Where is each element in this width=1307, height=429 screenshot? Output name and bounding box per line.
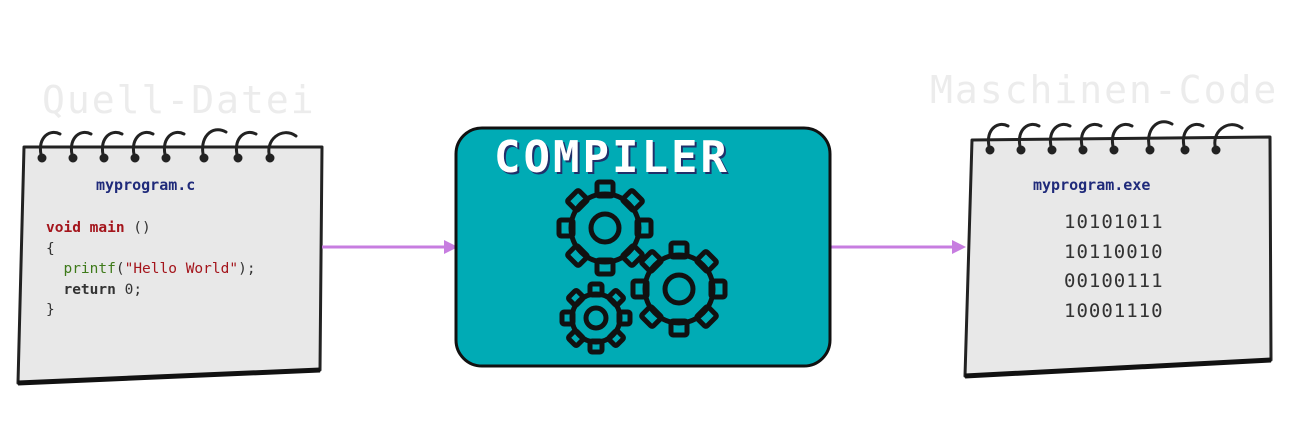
- code-paren-open: (: [115, 261, 125, 277]
- arrow-source-to-compiler: [322, 240, 458, 254]
- gear-right-icon: [630, 240, 728, 338]
- code-string: "Hello World": [124, 261, 239, 277]
- output-heading: Maschinen-Code: [930, 68, 1279, 112]
- arrow-compiler-to-output: [830, 240, 966, 254]
- code-close-brace: }: [46, 302, 55, 318]
- binary-line: 10101011: [1064, 211, 1164, 233]
- code-return-value: 0;: [115, 281, 143, 298]
- output-filename: myprogram.exe: [1033, 176, 1151, 194]
- source-spiral-rings: [37, 128, 298, 163]
- code-function-main: main: [89, 220, 125, 236]
- source-code: void main () { printf("Hello World"); re…: [46, 218, 256, 321]
- gear-top-icon: [556, 179, 654, 277]
- compiler-box: [454, 126, 832, 368]
- gear-bottom-icon: [559, 281, 633, 355]
- code-keyword-void: void: [46, 220, 81, 236]
- binary-line: 10110010: [1064, 240, 1164, 263]
- code-printf: printf: [63, 261, 116, 277]
- source-note-page: [16, 128, 324, 386]
- binary-line: 00100111: [1064, 270, 1164, 292]
- gears-icon: [556, 179, 728, 355]
- source-heading: Quell-Datei: [42, 78, 316, 122]
- binary-line: 10001110: [1064, 299, 1164, 322]
- source-filename: myprogram.c: [96, 176, 196, 194]
- output-spiral-rings: [985, 120, 1244, 155]
- code-keyword-return: return: [63, 281, 116, 298]
- compiler-label: COMPILER: [494, 132, 730, 183]
- output-note-page: [963, 120, 1273, 379]
- code-open-brace: {: [46, 240, 55, 257]
- code-paren-close: );: [238, 261, 256, 277]
- code-parens: (): [124, 220, 151, 236]
- binary-output: 10101011 10110010 00100111 10001110: [1064, 208, 1164, 326]
